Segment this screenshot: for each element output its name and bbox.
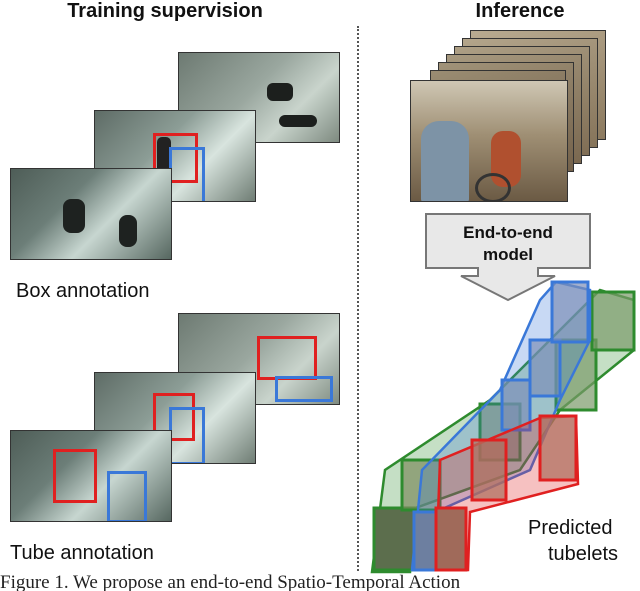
figure-caption: Figure 1. We propose an end-to-end Spati…	[0, 572, 461, 591]
red-tubelet	[434, 414, 580, 572]
blue-bounding-box	[275, 376, 333, 402]
box-annotation-label: Box annotation	[16, 280, 150, 302]
tube-annotation-label: Tube annotation	[10, 542, 154, 564]
tubelets-label: tubelets	[548, 543, 619, 565]
blue-bounding-box	[107, 471, 147, 521]
video-frame-front	[410, 80, 568, 202]
red-bounding-box	[153, 393, 195, 441]
training-supervision-heading: Training supervision	[67, 0, 263, 22]
video-frame-1	[10, 168, 172, 260]
red-bounding-box	[53, 449, 97, 503]
model-label-line1: End-to-end	[463, 223, 553, 242]
video-frame-1	[10, 430, 172, 522]
predicted-label: Predicted	[528, 517, 613, 539]
red-bounding-box	[153, 133, 198, 183]
column-divider	[357, 26, 359, 571]
model-label-line2: model	[483, 245, 533, 264]
model-arrow	[425, 213, 591, 302]
inference-heading: Inference	[475, 0, 565, 22]
